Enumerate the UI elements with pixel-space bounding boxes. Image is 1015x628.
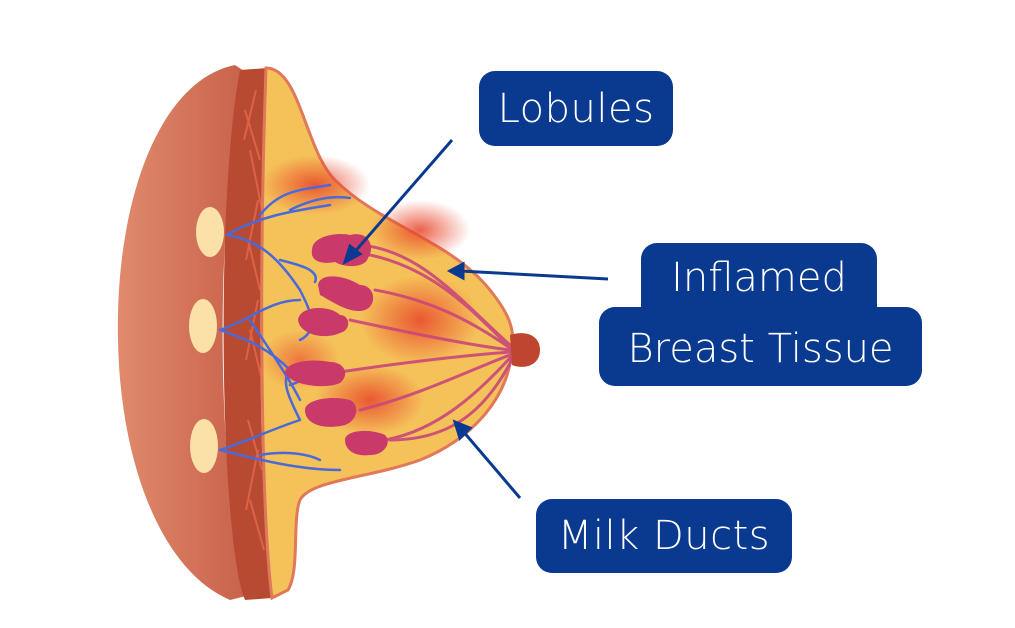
- inflamed-tissue-label-top: [641, 243, 877, 315]
- milk-ducts-label: Milk Ducts: [536, 499, 792, 573]
- lobules: [285, 233, 388, 456]
- lobules-label: Lobules: [479, 71, 673, 146]
- nipple: [510, 333, 540, 367]
- blood-vessels: [218, 183, 352, 472]
- milk-ducts: [338, 243, 514, 442]
- inflamed-tissue-label-bottom: [599, 307, 922, 386]
- skin-layer: [117, 65, 250, 600]
- breast-tissue: [260, 66, 515, 601]
- chest-muscle: [223, 68, 272, 600]
- inflamed-label-line1: Inflamed: [671, 255, 847, 301]
- lobules-label-text: Lobules: [497, 85, 655, 132]
- inflamed-label-line2: Breast Tissue: [627, 326, 894, 372]
- fat-globules: [189, 207, 224, 473]
- milk-ducts-label-text: Milk Ducts: [557, 513, 771, 559]
- annotation-arrows: [342, 139, 609, 499]
